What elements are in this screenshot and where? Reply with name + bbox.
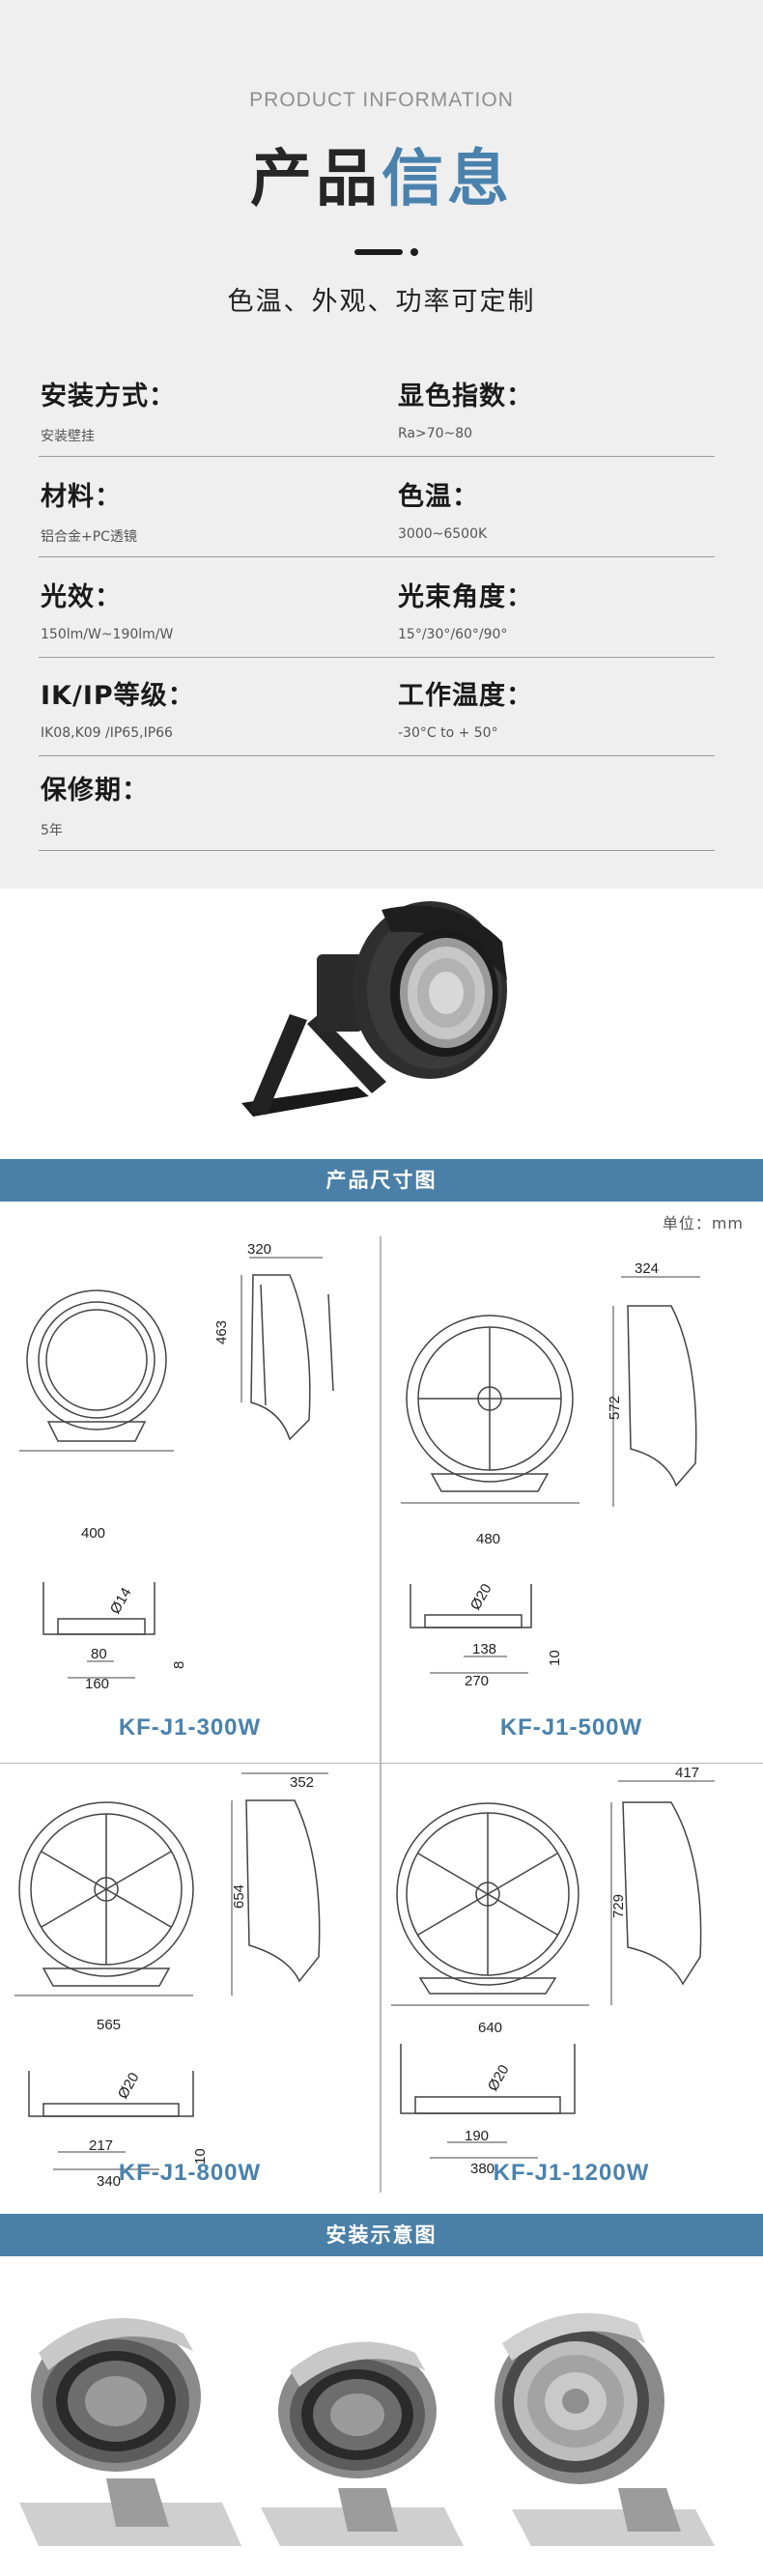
page-title-part2: 信息 (382, 144, 513, 215)
spec-label: IK/IP等级： (41, 681, 195, 711)
spec-color-temp: 色温： 3000~6500K (398, 475, 487, 542)
spec-divider (39, 755, 715, 756)
dim-height: 463 (213, 1320, 230, 1345)
spec-value: 15°/30°/60°/90° (398, 627, 508, 642)
spec-label: 材料： (41, 482, 122, 512)
spec-value: 3000~6500K (398, 526, 488, 542)
spec-operating-temp: 工作温度： -30°C to + 50° (398, 674, 533, 741)
install-view-left (19, 2318, 241, 2546)
dim-bracket-b: 160 (85, 1676, 109, 1692)
dim-depth: 320 (247, 1241, 271, 1258)
spec-divider (39, 456, 715, 457)
spec-label: 显色指数： (398, 382, 533, 411)
dim-bracket-b: 380 (470, 2161, 495, 2177)
dim-hole: Ø20 (115, 2070, 143, 2102)
page-subtitle: 色温、外观、功率可定制 (227, 287, 536, 317)
dimension-drawing-1200w: 417 729 640 Ø20 190 380 KF-J1-1200W (382, 1764, 761, 2290)
dim-height: 729 (610, 1894, 627, 1918)
dim-bracket-t: 10 (547, 1650, 563, 1666)
dim-bracket-b: 270 (465, 1673, 489, 1689)
spec-install-method: 安装方式： 安装壁挂 (41, 375, 176, 445)
spec-label: 安装方式： (41, 382, 176, 411)
product-info-section: PRODUCT INFORMATION 产品信息 色温、外观、功率可定制 安装方… (0, 0, 763, 889)
install-view-right (495, 2312, 715, 2546)
page-title-part1: 产品 (250, 144, 382, 215)
dim-depth: 324 (635, 1260, 659, 1277)
spec-divider (39, 850, 715, 851)
dim-bracket-t: 8 (171, 1661, 187, 1669)
dim-bracket-a: 190 (465, 2128, 489, 2144)
dim-bracket-a: 80 (91, 1646, 107, 1662)
spec-ik-ip: IK/IP等级： IK08,K09 /IP65,IP66 (41, 674, 195, 741)
dim-bracket-a: 138 (472, 1641, 496, 1657)
spec-value: -30°C to + 50° (398, 725, 498, 741)
spec-efficacy: 光效： 150lm/W~190lm/W (41, 576, 173, 642)
page-title: 产品信息 (0, 141, 763, 218)
spec-divider (39, 657, 715, 658)
spec-divider (39, 556, 715, 557)
floodlight-illustration (241, 901, 507, 1117)
title-divider-dot (410, 248, 418, 256)
dim-bracket-t: 10 (192, 2148, 209, 2165)
dim-width: 480 (476, 1531, 500, 1547)
section-sup-title: PRODUCT INFORMATION (249, 89, 514, 111)
unit-label: 单位：mm (662, 1214, 744, 1232)
spec-label: 光束角度： (398, 582, 533, 612)
dim-bracket-b: 340 (97, 2173, 121, 2190)
technical-drawing-1200w: 417 729 640 Ø20 190 380 (391, 1765, 715, 2177)
dimension-drawing-500w: 324 572 480 Ø20 138 270 10 KF-J1-500W (382, 1236, 761, 1763)
install-illustrations (19, 2312, 715, 2546)
install-diagram (0, 2256, 763, 2576)
spec-label: 保修期： (41, 776, 149, 806)
spec-label: 色温： (398, 482, 479, 512)
model-name: KF-J1-1200W (493, 2160, 650, 2186)
spec-value: Ra>70~80 (398, 426, 473, 441)
model-name: KF-J1-500W (499, 1714, 643, 1741)
spec-value: 150lm/W~190lm/W (41, 627, 174, 642)
dim-width: 565 (97, 2017, 121, 2033)
spec-material: 材料： 铝合金+PC透镜 (41, 475, 137, 546)
technical-drawing-800w: 352 654 565 Ø20 217 340 10 (14, 1772, 328, 2190)
install-view-center (261, 2341, 464, 2546)
grid-divider-horizontal (0, 1763, 763, 1764)
dim-height: 654 (231, 1884, 247, 1909)
spec-value: 5年 (41, 823, 63, 838)
spec-label: 工作温度： (398, 681, 533, 711)
dim-width: 640 (478, 2020, 502, 2036)
dimension-drawing-300w: 320 463 400 Ø14 80 160 8 KF-J1-300W (0, 1236, 380, 1763)
dim-depth: 352 (290, 1774, 314, 1791)
dim-bracket-a: 217 (89, 2137, 113, 2154)
spec-value: IK08,K09 /IP65,IP66 (41, 725, 173, 741)
dim-hole: Ø14 (107, 1585, 135, 1617)
model-name: KF-J1-800W (118, 2160, 262, 2186)
spec-cri: 显色指数： Ra>70~80 (398, 375, 533, 441)
spec-warranty: 保修期： 5年 (41, 769, 149, 839)
dim-height: 572 (607, 1396, 623, 1420)
grid-divider-vertical (380, 1236, 382, 2193)
spec-beam-angle: 光束角度： 15°/30°/60°/90° (398, 576, 533, 642)
spec-label: 光效： (41, 582, 122, 612)
dim-depth: 417 (675, 1765, 699, 1781)
dim-width: 400 (81, 1525, 105, 1542)
technical-drawing-500w: 324 572 480 Ø20 138 270 10 (401, 1260, 700, 1689)
dimensions-section-title: 产品尺寸图 (0, 1159, 763, 1202)
spec-value: 铝合金+PC透镜 (41, 529, 137, 545)
install-section-title: 安装示意图 (0, 2214, 763, 2256)
dim-hole: Ø20 (467, 1581, 495, 1613)
spec-value: 安装壁挂 (41, 429, 95, 444)
dimension-drawing-800w: 352 654 565 Ø20 217 340 10 KF-J1-800W (0, 1764, 380, 2290)
model-name: KF-J1-300W (118, 1714, 262, 1741)
dim-hole: Ø20 (485, 2062, 513, 2094)
product-photo (0, 889, 763, 1159)
title-divider (354, 249, 403, 255)
technical-drawing-300w: 320 463 400 Ø14 80 160 8 (19, 1241, 334, 1692)
